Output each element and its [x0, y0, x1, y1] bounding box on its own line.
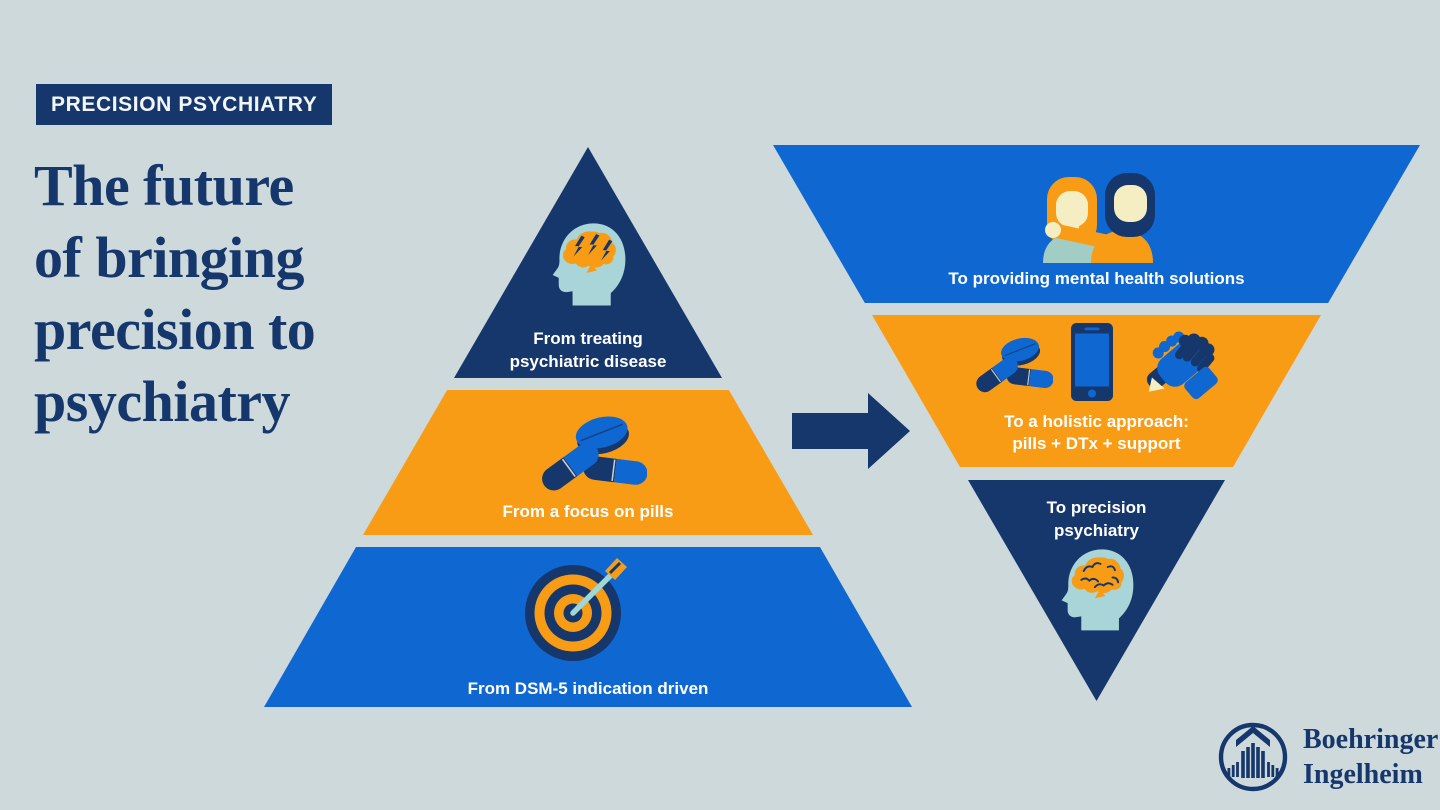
head-brain-icon — [1058, 547, 1135, 637]
pills-icon — [967, 333, 1054, 400]
two-people-icon — [1029, 173, 1165, 268]
right-arrow-icon — [792, 392, 912, 475]
handshake-icon — [1144, 327, 1220, 406]
category-badge: PRECISION PSYCHIATRY — [36, 84, 333, 125]
section-label: To providing mental health solutions — [948, 269, 1245, 288]
company-name-line2: Ingelheim — [1303, 759, 1423, 790]
funnel-section-precision-psychiatry: To precision psychiatry — [968, 480, 1225, 701]
section-label: From a focus on pills — [502, 502, 674, 521]
target-arrow-icon — [521, 552, 641, 669]
section-label: From DSM-5 indication driven — [467, 679, 709, 698]
funnel-section-mental-health: To providing mental health solutions — [773, 145, 1420, 303]
funnel-section-holistic: To a holistic approach: pills + DTx + su… — [872, 315, 1321, 467]
head-brain-lightning-icon — [549, 219, 627, 314]
section-label: To a holistic approach: pills + DTx + su… — [1004, 412, 1189, 453]
pyramid-section-focus-on-pills: From a focus on pills — [363, 390, 813, 535]
pyramid-section-treating-disease: From treating psychiatric disease — [454, 147, 722, 378]
pyramid-section-dsm5: From DSM-5 indication driven — [264, 547, 912, 707]
section-label: From treating psychiatric disease — [509, 329, 667, 371]
pills-icon — [529, 410, 648, 499]
section-label: To precision psychiatry — [1046, 498, 1147, 540]
page-title: The future of bringing precision to psyc… — [34, 153, 316, 434]
boehringer-emblem-icon — [1216, 720, 1290, 799]
company-name: Boehringer Ingelheim — [1303, 722, 1438, 792]
company-logo: Boehringer Ingelheim — [1216, 720, 1438, 799]
smartphone-icon — [1071, 323, 1113, 406]
company-name-line1: Boehringer — [1303, 724, 1439, 755]
